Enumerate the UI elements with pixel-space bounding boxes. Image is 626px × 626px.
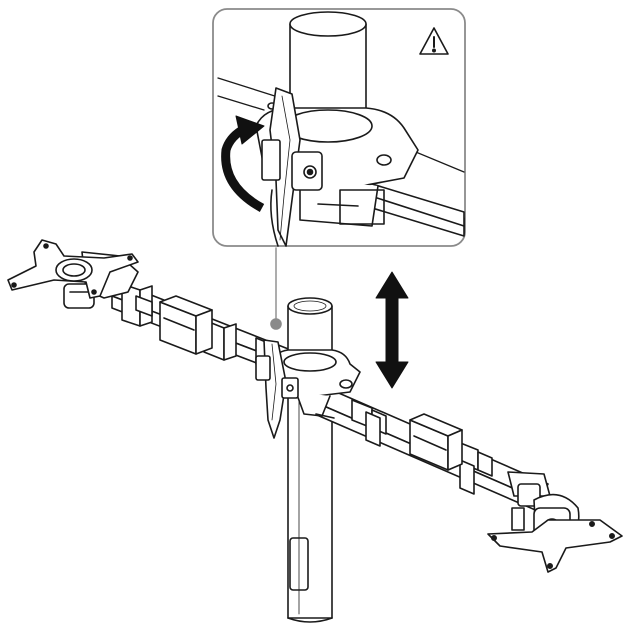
clamp-lever-handle bbox=[255, 339, 299, 439]
left-arm bbox=[7, 239, 297, 379]
double-arrow-vertical-icon bbox=[375, 271, 409, 389]
right-arm-slider-block bbox=[409, 413, 463, 471]
right-arm-segment-joints bbox=[351, 399, 493, 495]
right-arm bbox=[309, 383, 623, 573]
left-vesa-plate bbox=[7, 239, 139, 299]
curved-arrow-icon bbox=[221, 115, 265, 212]
warning-triangle-icon bbox=[419, 27, 449, 55]
detail-inset bbox=[212, 8, 466, 247]
callout-connector bbox=[270, 247, 282, 330]
left-arm-slider-block bbox=[159, 295, 213, 355]
vertical-pole bbox=[287, 381, 333, 623]
right-vesa-plate bbox=[487, 519, 623, 573]
detail-inset-content bbox=[217, 11, 465, 247]
